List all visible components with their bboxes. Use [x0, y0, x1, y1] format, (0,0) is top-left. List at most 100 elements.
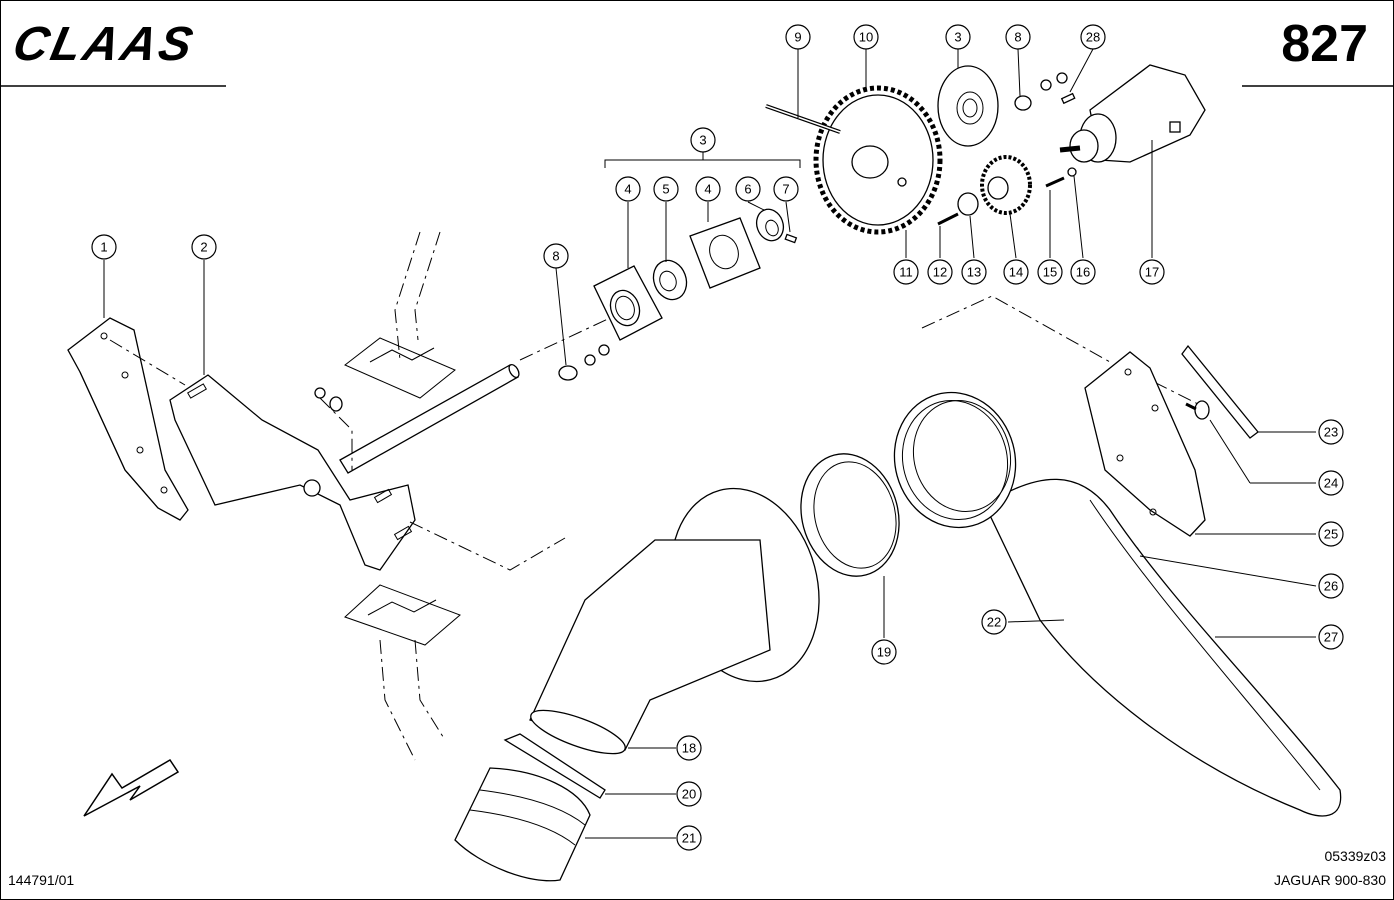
leader-lines	[103, 48, 1317, 839]
part-plate-23	[1181, 344, 1259, 439]
part-washer-13	[957, 192, 979, 216]
svg-text:3: 3	[954, 30, 961, 45]
part-washer-16	[1067, 167, 1077, 177]
dash-line	[409, 521, 566, 571]
part-bracket-1	[67, 317, 189, 521]
part-nut-washer-left	[314, 387, 343, 412]
callout-14: 14	[1003, 259, 1029, 285]
callout-8a: 8	[543, 243, 569, 269]
svg-text:25: 25	[1324, 527, 1338, 542]
callout-4a: 4	[615, 176, 641, 202]
callout-24: 24	[1318, 470, 1344, 496]
svg-text:16: 16	[1076, 265, 1090, 280]
svg-text:2: 2	[200, 240, 207, 255]
part-bolt-9	[765, 104, 841, 134]
part-ring-19	[800, 453, 900, 577]
part-bracket-25	[1084, 351, 1206, 537]
callout-7: 7	[773, 176, 799, 202]
callout-2: 2	[191, 234, 217, 260]
dash-line	[414, 231, 441, 341]
svg-text:20: 20	[682, 787, 696, 802]
part-pinion-14	[980, 155, 1032, 215]
part-flange-3	[937, 65, 999, 147]
svg-text:26: 26	[1324, 579, 1338, 594]
callout-3-top: 3	[945, 24, 971, 50]
callout-3-bearing-group: 3	[690, 127, 716, 153]
svg-text:1: 1	[100, 240, 107, 255]
part-motor-17	[1059, 64, 1206, 163]
svg-text:7: 7	[782, 182, 789, 197]
svg-text:14: 14	[1009, 265, 1023, 280]
part-bearing-5	[652, 259, 688, 301]
callout-5: 5	[653, 176, 679, 202]
svg-text:21: 21	[682, 831, 696, 846]
callout-16: 16	[1070, 259, 1096, 285]
part-clamp-plate-bottom	[344, 584, 461, 646]
part-hose-21	[454, 767, 591, 882]
callout-21: 21	[676, 825, 702, 851]
part-collar-6	[755, 208, 785, 242]
svg-text:10: 10	[859, 30, 873, 45]
part-pin-7	[784, 233, 798, 244]
svg-text:24: 24	[1324, 476, 1338, 491]
part-shaft	[303, 363, 520, 497]
arrow-down-left-icon	[83, 758, 180, 817]
svg-text:8: 8	[1014, 30, 1021, 45]
callout-17: 17	[1139, 259, 1165, 285]
callout-19: 19	[871, 639, 897, 665]
part-clamp-20	[503, 733, 606, 799]
part-adapter-18	[529, 487, 820, 755]
svg-text:15: 15	[1043, 265, 1057, 280]
callout-22: 22	[981, 609, 1007, 635]
svg-text:9: 9	[794, 30, 801, 45]
callout-28: 28	[1080, 24, 1106, 50]
dash-line	[921, 295, 1111, 363]
dash-line	[519, 317, 611, 361]
svg-text:5: 5	[662, 182, 669, 197]
model-name: JAGUAR 900-830	[1273, 872, 1386, 888]
part-gear-10	[813, 85, 943, 235]
part-clamp-plate-top	[344, 337, 456, 399]
callout-11: 11	[893, 259, 919, 285]
part-bolt-12	[937, 212, 959, 226]
callout-27: 27	[1318, 624, 1344, 650]
part-flange-4b	[689, 217, 761, 289]
svg-text:22: 22	[987, 615, 1001, 630]
callout-8b: 8	[1005, 24, 1031, 50]
svg-text:4: 4	[704, 182, 711, 197]
callout-23: 23	[1318, 419, 1344, 445]
callout-6: 6	[735, 176, 761, 202]
callout-12: 12	[927, 259, 953, 285]
dash-line	[379, 639, 416, 761]
callout-10: 10	[853, 24, 879, 50]
callout-15: 15	[1037, 259, 1063, 285]
dash-line	[414, 639, 446, 741]
callout-4b: 4	[695, 176, 721, 202]
callout-9: 9	[785, 24, 811, 50]
svg-text:27: 27	[1324, 630, 1338, 645]
svg-text:3: 3	[699, 133, 706, 148]
svg-text:23: 23	[1324, 425, 1338, 440]
page-number: 827	[1281, 15, 1368, 73]
svg-text:28: 28	[1086, 30, 1100, 45]
callout-26: 26	[1318, 573, 1344, 599]
svg-text:4: 4	[624, 182, 631, 197]
part-bracket-2	[169, 374, 416, 571]
svg-text:6: 6	[744, 182, 751, 197]
callout-20: 20	[676, 781, 702, 807]
svg-text:17: 17	[1145, 265, 1159, 280]
dash-line	[394, 231, 421, 361]
svg-text:19: 19	[877, 645, 891, 660]
drawing-number: 05339z03	[1324, 848, 1386, 864]
svg-text:8: 8	[552, 249, 559, 264]
callout-1: 1	[91, 234, 117, 260]
part-bolt-15	[1045, 176, 1065, 188]
part-flange-4a	[593, 265, 663, 341]
part-screw-8a	[558, 344, 610, 381]
part-screw-8b	[1014, 72, 1076, 111]
svg-text:18: 18	[682, 741, 696, 756]
svg-text:12: 12	[933, 265, 947, 280]
callout-18: 18	[676, 735, 702, 761]
part-screw-24	[1185, 400, 1210, 420]
